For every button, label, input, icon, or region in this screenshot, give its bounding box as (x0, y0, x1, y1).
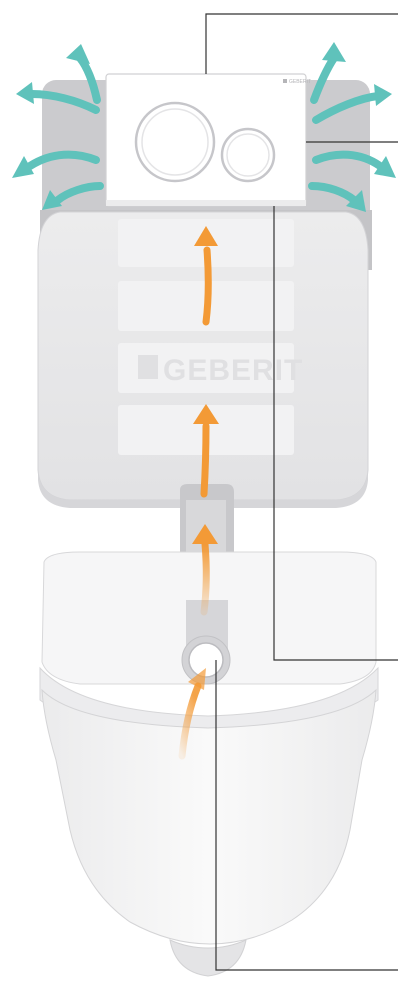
geberit-logo-mark (138, 355, 158, 379)
full-flush-button[interactable] (136, 103, 214, 181)
cistern-logo-text: GEBERIT (163, 354, 303, 387)
plate-mini-logo-mark (283, 79, 287, 83)
leader-line-flush-plate (206, 14, 398, 74)
partial-flush-button[interactable] (222, 129, 274, 181)
flush-plate[interactable]: GEBERIT (106, 74, 311, 206)
plate-mini-logo-text: GEBERIT (289, 79, 311, 85)
